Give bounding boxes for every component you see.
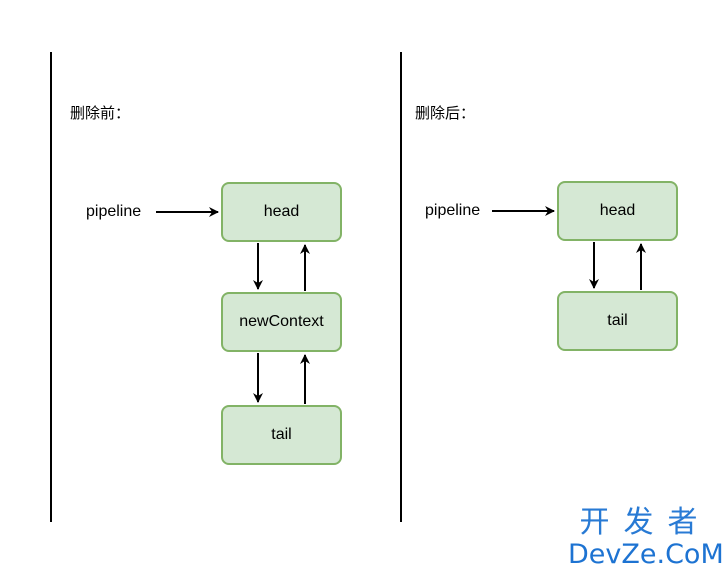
- after-tail-text: tail: [607, 312, 628, 329]
- after-pipeline-label: pipeline: [425, 202, 481, 219]
- before-newcontext-node: newContext: [221, 292, 342, 352]
- watermark-cn-text: 开发者: [579, 505, 712, 540]
- before-label: 删除前：: [70, 104, 131, 122]
- before-head-node: head: [221, 182, 342, 242]
- after-head-node: head: [557, 181, 678, 241]
- divider-line-middle: [400, 52, 402, 522]
- watermark-logo: 开发者 DevZe.CoM: [568, 505, 724, 570]
- before-newcontext-text: newContext: [239, 313, 324, 330]
- before-pipeline-label: pipeline: [86, 203, 142, 220]
- before-tail-node: tail: [221, 405, 342, 465]
- after-head-text: head: [599, 202, 636, 219]
- watermark-en-text: DevZe.CoM: [568, 539, 724, 570]
- before-head-text: head: [263, 203, 300, 220]
- after-label: 删除后：: [415, 104, 476, 122]
- after-tail-node: tail: [557, 291, 678, 351]
- divider-line-left: [50, 52, 52, 522]
- before-tail-text: tail: [271, 426, 292, 443]
